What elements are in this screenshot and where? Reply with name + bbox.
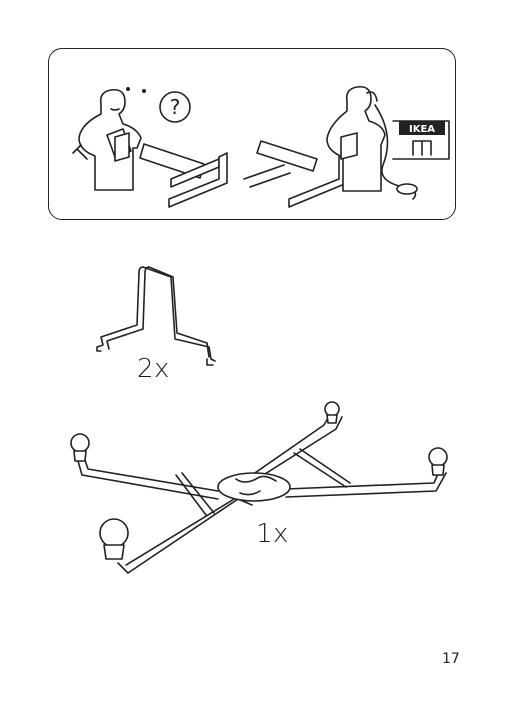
help-illustration: ? IKEA <box>72 85 450 208</box>
frame-arms <box>77 406 447 574</box>
question-mark-icon: ? <box>170 95 181 119</box>
ceiling-frame-part <box>70 401 448 574</box>
ikea-sign-text: IKEA <box>409 124 435 135</box>
ball-finial-icons <box>70 401 448 560</box>
help-panel: ? IKEA <box>48 48 456 220</box>
confused-person-figure <box>72 87 146 191</box>
page-number: 17 <box>442 651 460 667</box>
question-bubble: ? <box>159 91 191 123</box>
quantity-label-bracket: 2x <box>137 354 170 384</box>
center-hub <box>217 472 291 502</box>
quantity-label-frame: 1x <box>256 519 289 549</box>
ikea-store-icon: IKEA <box>392 120 450 160</box>
wire-bracket-part <box>96 266 216 366</box>
phone-call-person-figure <box>326 85 418 200</box>
furniture-parts-left <box>139 143 228 208</box>
